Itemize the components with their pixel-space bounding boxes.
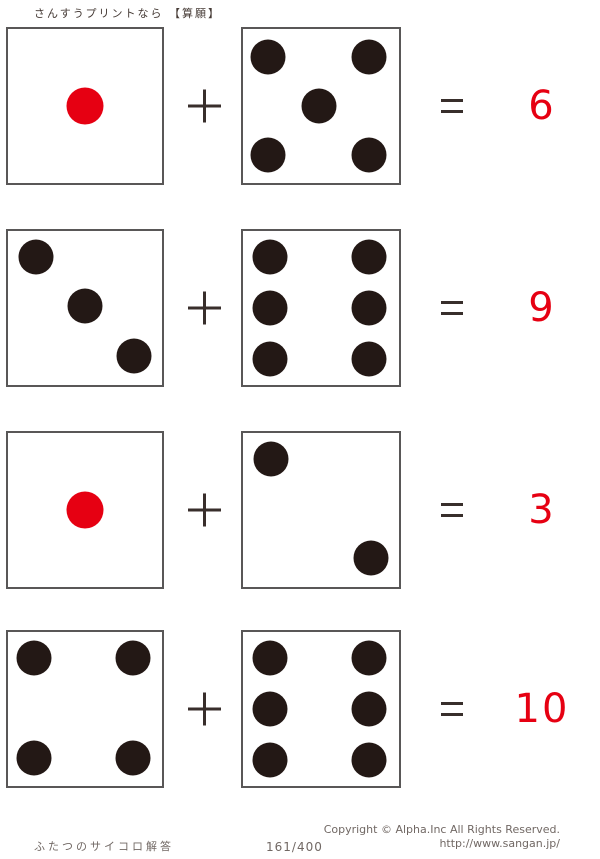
die-pip <box>252 239 288 275</box>
die-pip <box>252 640 288 676</box>
die-pip <box>351 341 387 377</box>
problem-row: 6 <box>0 27 600 185</box>
problem-row: 9 <box>0 229 600 387</box>
die-pip <box>115 740 151 776</box>
equals-icon <box>441 503 463 517</box>
plus-icon <box>188 89 221 123</box>
left-die <box>6 27 164 185</box>
die-pip <box>351 290 387 326</box>
die-pip <box>351 239 387 275</box>
copyright-text: Copyright © Alpha.Inc All Rights Reserve… <box>323 823 560 836</box>
right-die <box>241 229 401 387</box>
page-title: さんすうプリントなら 【算願】 <box>34 7 222 20</box>
die-pip <box>351 691 387 727</box>
die-pip <box>252 742 288 778</box>
die-pip <box>250 39 286 75</box>
die-pip <box>250 137 286 173</box>
die-pip <box>351 640 387 676</box>
die-pip <box>18 239 54 275</box>
die-pip <box>116 338 152 374</box>
die-pip <box>66 87 104 125</box>
die-pip <box>252 290 288 326</box>
problem-row: 3 <box>0 431 600 589</box>
plus-icon <box>188 692 221 726</box>
die-pip <box>252 691 288 727</box>
die-pip <box>16 640 52 676</box>
right-die <box>241 27 401 185</box>
plus-icon <box>188 291 221 325</box>
equals-icon <box>441 702 463 716</box>
right-die <box>241 630 401 788</box>
plus-icon <box>188 493 221 527</box>
die-pip <box>115 640 151 676</box>
copyright-block: Copyright © Alpha.Inc All Rights Reserve… <box>324 823 560 851</box>
die-pip <box>301 88 337 124</box>
site-url: http://www.sangan.jp/ <box>439 837 560 850</box>
answer-value: 3 <box>528 487 556 533</box>
right-die <box>241 431 401 589</box>
die-pip <box>253 441 289 477</box>
die-pip <box>252 341 288 377</box>
equals-icon <box>441 99 463 113</box>
left-die <box>6 431 164 589</box>
left-die <box>6 229 164 387</box>
answer-value: 6 <box>528 83 556 129</box>
left-die <box>6 630 164 788</box>
die-pip <box>353 540 389 576</box>
footer-title: ふたつのサイコロ解答 <box>34 840 174 853</box>
die-pip <box>351 742 387 778</box>
equals-icon <box>441 301 463 315</box>
die-pip <box>66 491 104 529</box>
die-pip <box>351 137 387 173</box>
answer-value: 10 <box>514 686 570 732</box>
problem-row: 10 <box>0 630 600 788</box>
die-pip <box>16 740 52 776</box>
die-pip <box>351 39 387 75</box>
page-number: 161/400 <box>266 840 323 854</box>
die-pip <box>67 288 103 324</box>
answer-value: 9 <box>528 285 556 331</box>
